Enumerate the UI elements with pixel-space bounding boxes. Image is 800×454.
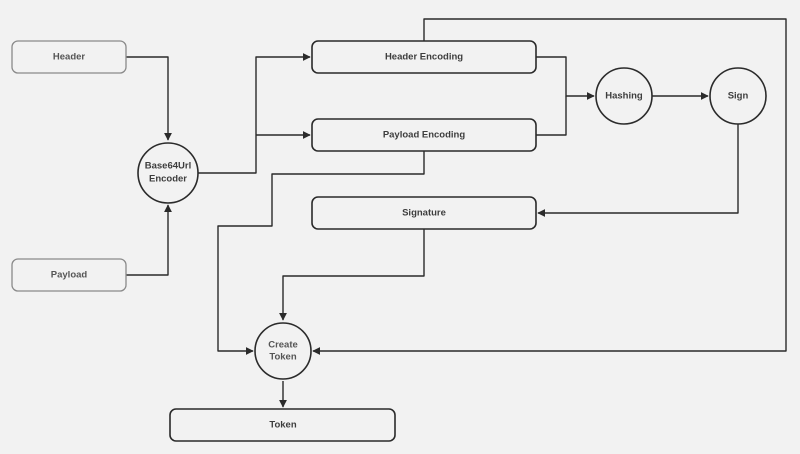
create-token-node: Create Token — [254, 322, 312, 380]
sign-node: Sign — [709, 67, 767, 125]
header-encoding-label: Header Encoding — [385, 52, 463, 63]
encoder-label-line2: Encoder — [149, 174, 187, 185]
create-token-label-line2: Token — [269, 352, 296, 363]
edge-signature-to-create-token — [279, 229, 425, 321]
edge-header-encoding-to-create-token — [312, 18, 787, 355]
edge-payload-to-encoder — [126, 204, 172, 276]
edge-payload-encoding-to-create-token — [217, 151, 425, 355]
edge-sign-to-signature — [537, 124, 739, 217]
edge-header-to-encoder — [126, 56, 172, 141]
hashing-label: Hashing — [605, 91, 643, 102]
base64url-encoder-node: Base64Url Encoder — [137, 142, 199, 204]
edge-encoder-to-header-encoding — [198, 53, 311, 174]
payload-encoding-node: Payload Encoding — [311, 118, 537, 152]
edge-payload-encoding-to-hashing — [536, 96, 567, 136]
sign-label: Sign — [728, 91, 749, 102]
header-encoding-node: Header Encoding — [311, 40, 537, 74]
token-label: Token — [269, 420, 296, 431]
signature-node: Signature — [311, 196, 537, 230]
edge-header-encoding-to-hashing — [536, 56, 595, 100]
payload-label: Payload — [51, 270, 88, 281]
payload-node: Payload — [11, 258, 127, 292]
payload-encoding-label: Payload Encoding — [383, 130, 466, 141]
hashing-node: Hashing — [595, 67, 653, 125]
header-label: Header — [53, 52, 86, 63]
token-node: Token — [169, 408, 396, 442]
signature-label: Signature — [402, 208, 446, 219]
encoder-label-line1: Base64Url — [145, 161, 191, 172]
header-node: Header — [11, 40, 127, 74]
create-token-label-line1: Create — [268, 340, 298, 351]
